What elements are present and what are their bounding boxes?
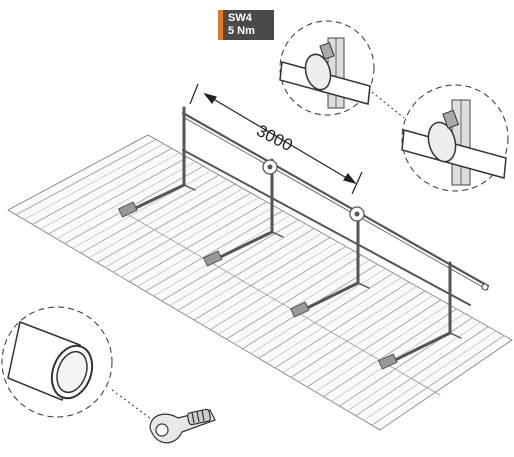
- roof-rib: [88, 179, 228, 259]
- roof-rib: [274, 281, 410, 369]
- roof-rib: [371, 335, 505, 426]
- clamp-detail-2: [401, 84, 509, 192]
- roof-rib: [226, 254, 362, 340]
- roof-rib: [23, 143, 165, 220]
- roof-rib: [169, 223, 307, 306]
- roof-rib: [315, 304, 449, 393]
- roof-rib: [96, 183, 236, 263]
- pipe-cutter-icon: [149, 408, 216, 444]
- roof-rib: [363, 330, 497, 421]
- roof-rib: [177, 228, 315, 311]
- roof-rib: [218, 250, 354, 335]
- roof-rib: [72, 170, 212, 249]
- roof-rib: [209, 246, 347, 330]
- roof-rib: [306, 299, 442, 388]
- dimension-line: [189, 83, 363, 195]
- roof-rib: [80, 174, 220, 254]
- roof-rib: [250, 268, 386, 354]
- post-1: [117, 106, 196, 218]
- roof-rib: [56, 161, 196, 240]
- roof-rib: [32, 148, 172, 225]
- roof-rib: [137, 205, 275, 287]
- roof-rib: [201, 241, 339, 326]
- roof-rib: [104, 188, 244, 268]
- roof-rib: [234, 259, 370, 345]
- roof-rib: [112, 192, 252, 273]
- roof-rib: [258, 272, 394, 359]
- torque-value-label: 5 Nm: [228, 25, 255, 37]
- clamp-detail-1: [279, 20, 375, 116]
- roof-rib: [282, 286, 418, 373]
- torque-spec-badge: SW4 5 Nm: [218, 10, 274, 40]
- post-3: [289, 208, 370, 318]
- tube-end-detail: [1, 306, 113, 418]
- roof-rib: [355, 326, 489, 416]
- post-4: [377, 261, 462, 370]
- roof-rib: [290, 290, 426, 378]
- roof-rib: [323, 308, 457, 397]
- roof-rib: [298, 295, 434, 383]
- roof-rib: [40, 152, 180, 230]
- roof-rib: [121, 197, 259, 278]
- roof-rib: [185, 232, 323, 316]
- roof-rib: [193, 237, 331, 321]
- roof-rib: [15, 139, 157, 216]
- wrench-size-label: SW4: [228, 12, 252, 24]
- guardrail-structure: [117, 106, 490, 396]
- roof-rib: [145, 210, 283, 292]
- roof-rib: [48, 156, 188, 235]
- roof-rib: [129, 201, 267, 283]
- roof-rib: [266, 277, 402, 364]
